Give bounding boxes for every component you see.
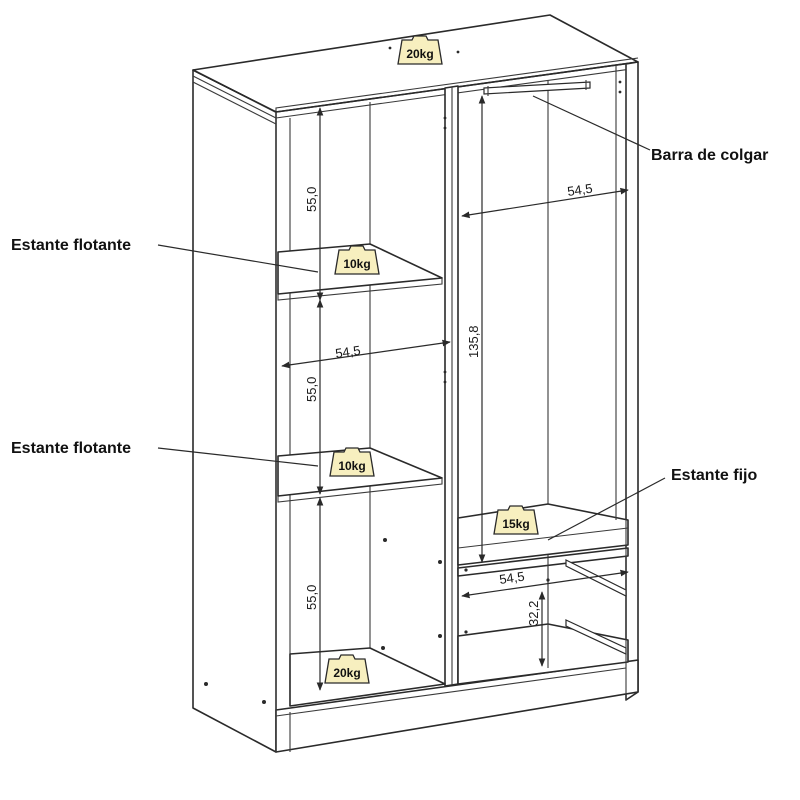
left-side-panel — [192, 69, 277, 753]
drawer-slide-top — [565, 559, 627, 597]
drawer-front-top — [457, 547, 629, 577]
dim-left-shelf-width: 54,5 — [334, 343, 361, 361]
right-side-panel — [625, 61, 639, 701]
weight-badge-bottom: 20kg — [324, 654, 370, 684]
weight-badge-shelf-mid: 10kg — [329, 447, 375, 477]
weight-bottom-text: 20kg — [333, 666, 360, 680]
weight-shelf-top-text: 10kg — [343, 257, 370, 271]
dim-right-width: 54,5 — [566, 181, 593, 199]
dim-right-width-line — [461, 187, 629, 219]
label-floating-shelf-top: Estante flotante — [11, 237, 131, 254]
dim-left-height-top: 55,0 — [304, 187, 319, 212]
weight-badge-shelf-top: 10kg — [334, 245, 380, 275]
dim-hanging-height: 135,8 — [466, 325, 481, 358]
label-fixed-shelf: Estante fijo — [671, 467, 757, 484]
dim-drawer-width-line — [461, 569, 629, 599]
weight-badge-top: 20kg — [397, 35, 443, 65]
dim-drawer-width: 54,5 — [498, 569, 525, 587]
dim-left-height-bottom: 55,0 — [304, 585, 319, 610]
weight-shelf-mid-text: 10kg — [338, 459, 365, 473]
weight-top-text: 20kg — [406, 47, 433, 61]
dim-left-height-mid: 55,0 — [304, 377, 319, 402]
label-hanging-rail: Barra de colgar — [651, 147, 768, 164]
weight-badge-fixed-shelf: 15kg — [493, 505, 539, 535]
hanging-rail — [483, 80, 591, 96]
wardrobe-carcass — [192, 14, 639, 753]
dimension-lines: 54,5 54,5 54,5 55,0 55,0 55,0 135,8 32,2 — [281, 95, 629, 691]
weight-fixed-shelf-text: 15kg — [502, 517, 529, 531]
label-floating-shelf-bottom: Estante flotante — [11, 440, 131, 457]
dim-left-width-line — [281, 339, 451, 369]
leader-lines — [157, 95, 666, 541]
dim-drawer-height: 32,2 — [526, 601, 541, 626]
